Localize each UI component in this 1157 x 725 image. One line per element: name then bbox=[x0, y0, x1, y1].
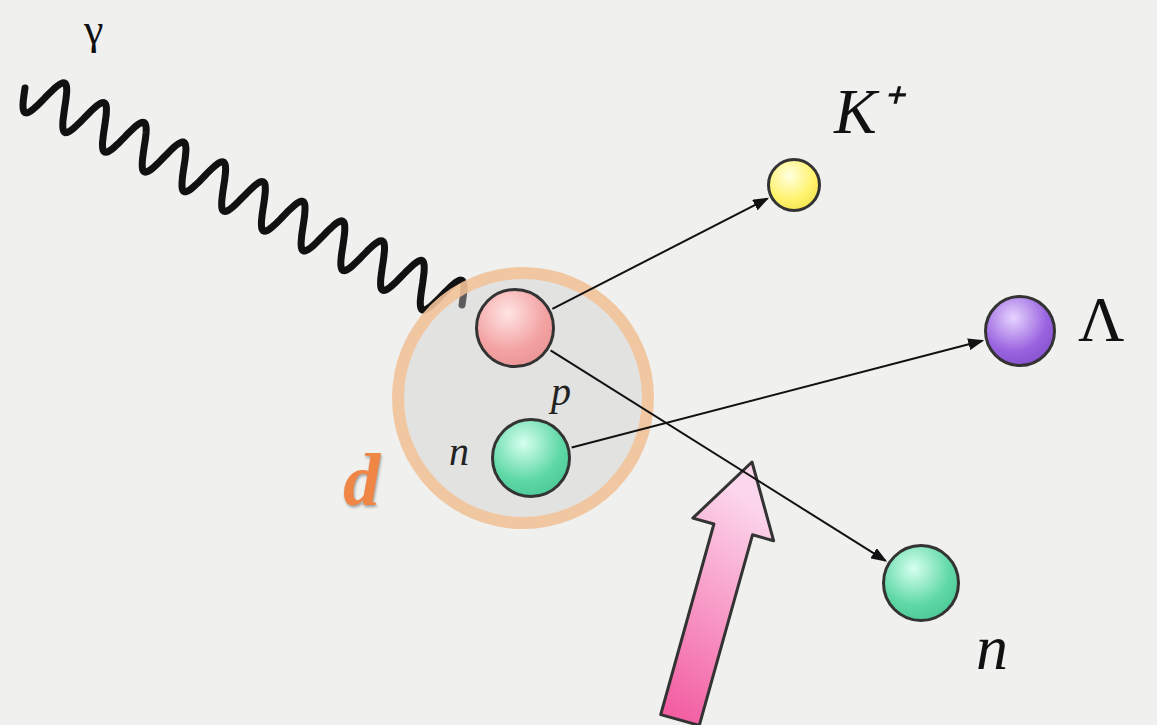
neutron-label: n bbox=[449, 428, 469, 475]
deuteron-label: d bbox=[343, 438, 380, 523]
neutron-circle: n bbox=[491, 418, 571, 498]
kaon-circle: K⁺ bbox=[767, 158, 821, 212]
pink-arrow bbox=[661, 462, 774, 725]
proton-circle: p bbox=[475, 288, 555, 368]
neutron-circle: n bbox=[882, 544, 960, 622]
trajectory-arrow bbox=[551, 350, 886, 560]
trajectory-arrow bbox=[572, 341, 983, 448]
deuteron-circle: dpn bbox=[392, 267, 654, 529]
lambda-label: Λ bbox=[1078, 283, 1124, 357]
kaon-label: K⁺ bbox=[834, 65, 899, 152]
trajectory-arrow bbox=[552, 199, 767, 309]
proton-label: p bbox=[551, 368, 571, 415]
lambda-circle: Λ bbox=[984, 295, 1056, 367]
photon-label: γ bbox=[84, 4, 103, 55]
photon-wave bbox=[23, 83, 464, 310]
neutron-label: n bbox=[976, 611, 1008, 685]
